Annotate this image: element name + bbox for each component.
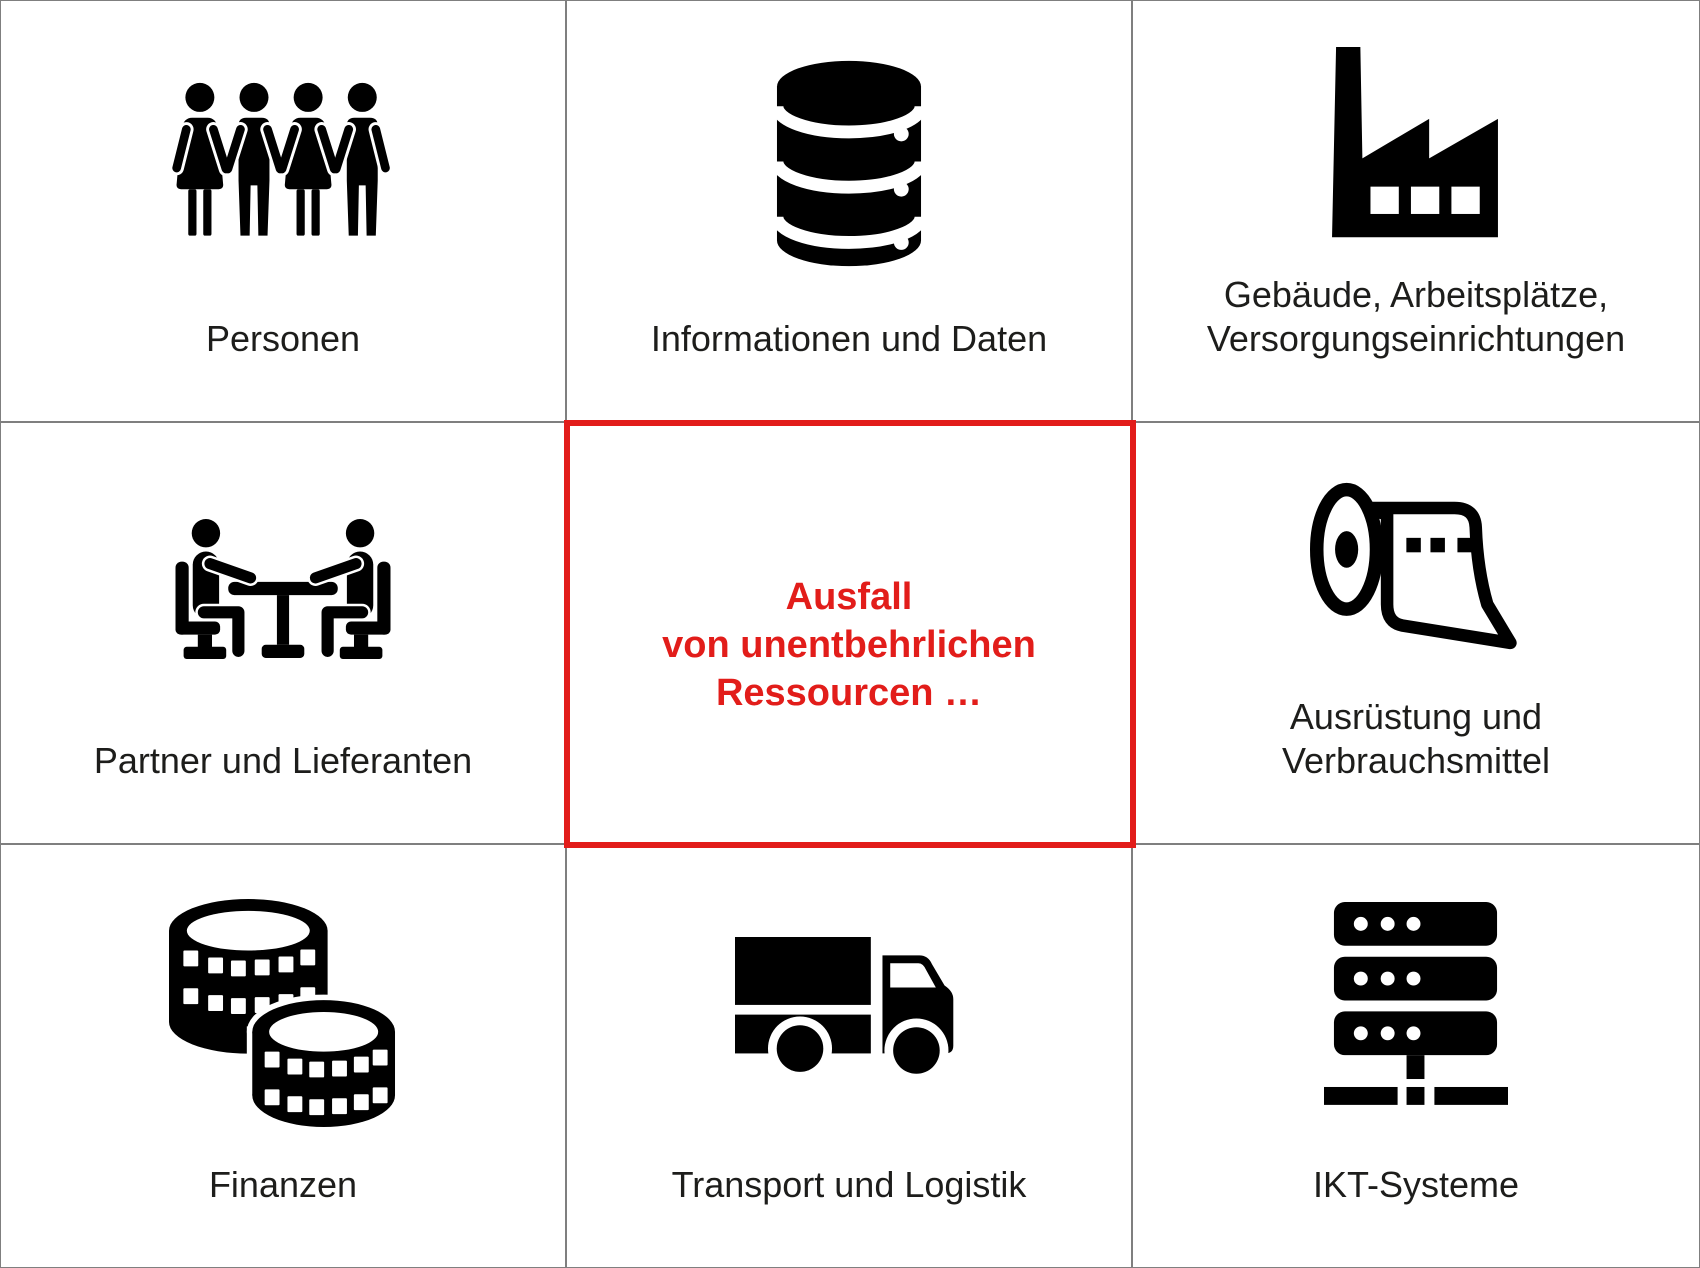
cell-label: Finanzen (208, 1164, 358, 1205)
paper-roll-icon (1310, 481, 1522, 666)
server-rack-icon (1323, 900, 1509, 1107)
grid-cell-ikt-systeme: IKT-Systeme (1133, 845, 1699, 1267)
truck-icon (735, 937, 963, 1083)
grid-cell-personen: Personen (1, 1, 567, 423)
coins-icon (169, 899, 397, 1132)
cell-label: Informationen und Daten (650, 318, 1048, 359)
grid-cell-ausfall-ressourcen: Ausfall von unentbehrlichen Ressourcen … (567, 423, 1133, 845)
grid-cell-informationen-und-daten: Informationen und Daten (567, 1, 1133, 423)
cell-label: Ausrüstung und Verbrauchsmittel (1281, 696, 1551, 781)
database-icon (775, 55, 923, 272)
cell-label: Partner und Lieferanten (93, 740, 473, 781)
factory-icon (1330, 45, 1502, 239)
grid-cell-gebaeude: Gebäude, Arbeitsplätze, Versorgungseinri… (1133, 1, 1699, 423)
people-group-icon (167, 81, 399, 245)
grid-cell-transport: Transport und Logistik (567, 845, 1133, 1267)
meeting-table-icon (175, 517, 391, 667)
cell-label: Transport und Logistik (671, 1164, 1027, 1205)
grid-cell-partner-und-lieferanten: Partner und Lieferanten (1, 423, 567, 845)
cell-label: Gebäude, Arbeitsplätze, Versorgungseinri… (1206, 274, 1626, 359)
grid-cell-ausruestung: Ausrüstung und Verbrauchsmittel (1133, 423, 1699, 845)
center-statement: Ausfall von unentbehrlichen Ressourcen … (662, 576, 1036, 714)
grid-cell-finanzen: Finanzen (1, 845, 567, 1267)
cell-label: IKT-Systeme (1312, 1164, 1520, 1205)
cell-label: Personen (205, 318, 361, 359)
